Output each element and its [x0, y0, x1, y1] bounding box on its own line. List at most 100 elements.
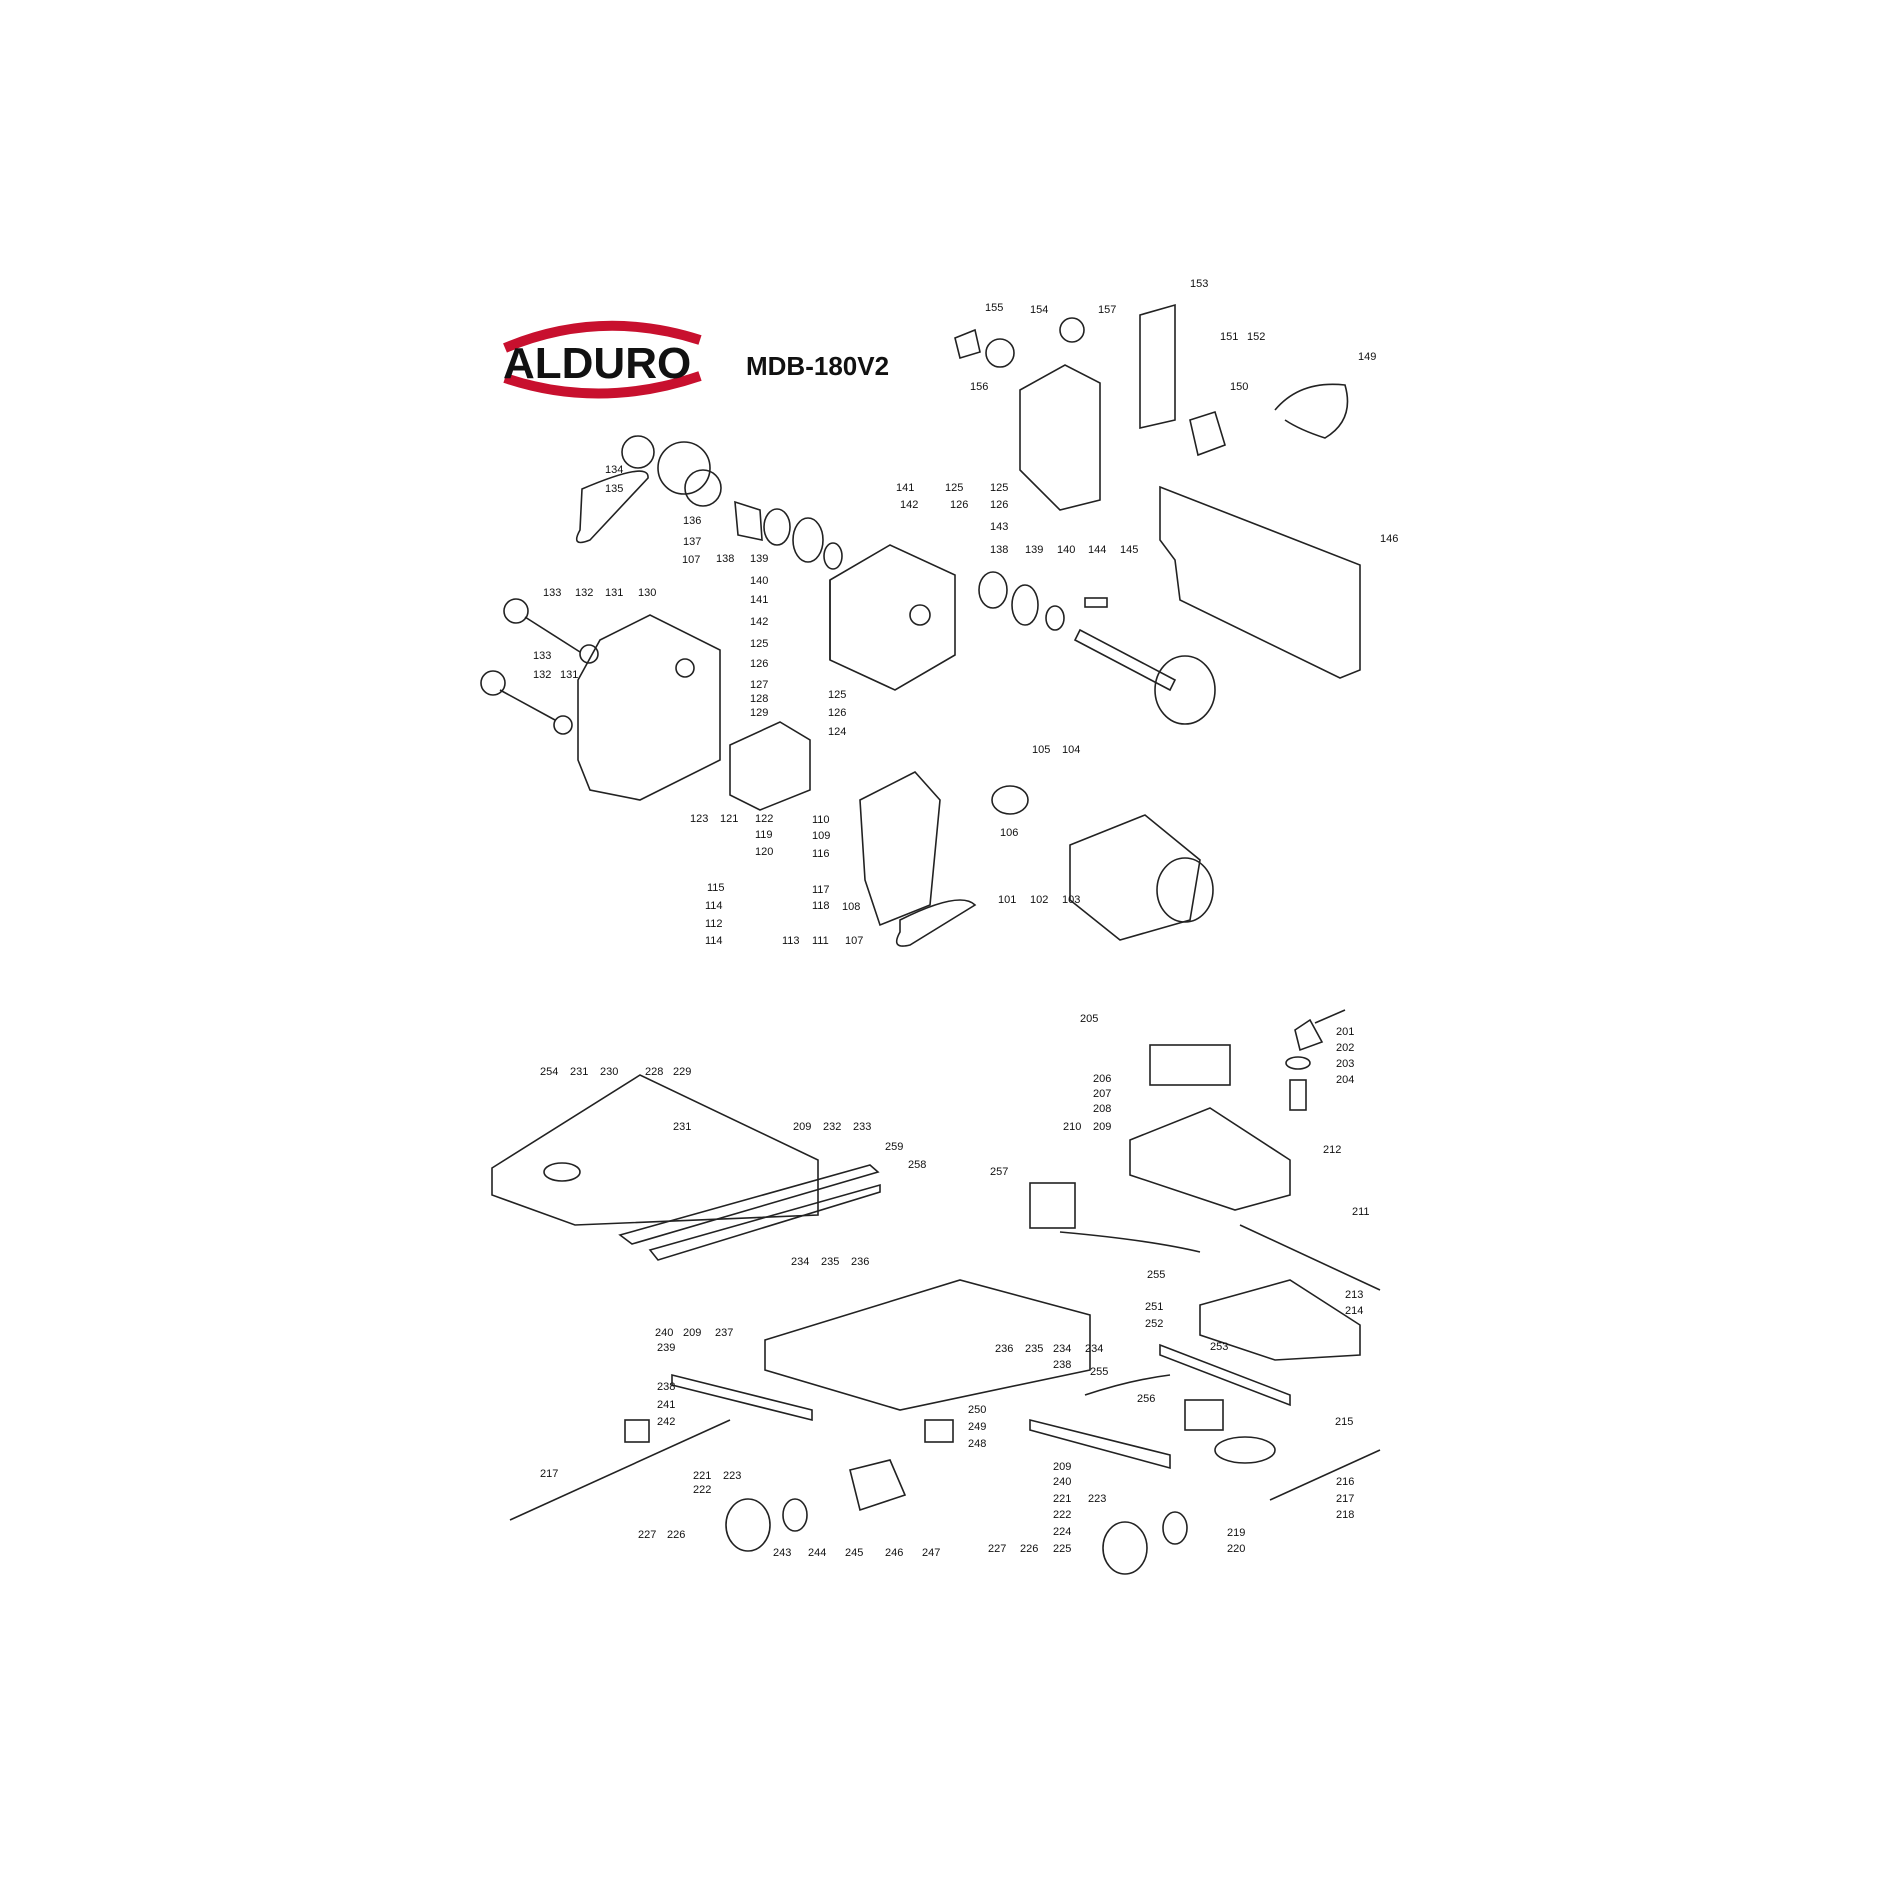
washer-140 [1045, 605, 1065, 631]
label-256: 256 [1137, 1393, 1155, 1405]
label-151: 151 [1220, 331, 1238, 343]
label-204: 204 [1336, 1074, 1354, 1086]
label-222-a: 222 [693, 1484, 711, 1496]
label-139-a: 139 [750, 553, 768, 565]
table-254 [491, 1074, 819, 1226]
label-252: 252 [1145, 1318, 1163, 1330]
label-114-b: 114 [705, 935, 723, 947]
label-254: 254 [540, 1066, 558, 1078]
label-255-b: 255 [1090, 1366, 1108, 1378]
label-218: 218 [1336, 1509, 1354, 1521]
label-152: 152 [1247, 331, 1265, 343]
label-221-a: 221 [693, 1470, 711, 1482]
label-234-a: 234 [791, 1256, 809, 1268]
label-201: 201 [1336, 1026, 1354, 1038]
handwheel-225 [1102, 1521, 1148, 1575]
spindle-flange [1154, 655, 1216, 725]
pulley-135 [657, 441, 711, 495]
label-150: 150 [1230, 381, 1248, 393]
label-130: 130 [638, 587, 656, 599]
label-107-b: 107 [845, 935, 863, 947]
label-231-a: 231 [570, 1066, 588, 1078]
brand-name: ALDURO [503, 339, 691, 388]
label-138-a: 138 [716, 553, 734, 565]
knob-202 [1294, 1018, 1324, 1052]
label-250: 250 [968, 1404, 986, 1416]
pcb-153 [1139, 303, 1176, 430]
label-216: 216 [1336, 1476, 1354, 1488]
nut-134 [621, 435, 655, 469]
motor-plate-109 [859, 771, 941, 927]
label-205: 205 [1080, 1013, 1098, 1025]
nut-131-a [579, 644, 599, 664]
label-209-c: 209 [683, 1327, 701, 1339]
gearbox-143 [829, 544, 956, 691]
label-212: 212 [1323, 1144, 1341, 1156]
gib-211 [1239, 1224, 1381, 1291]
label-213: 213 [1345, 1289, 1363, 1301]
label-110: 110 [812, 814, 830, 826]
label-231-b: 231 [673, 1121, 691, 1133]
label-123: 123 [690, 813, 708, 825]
bearing-139 [1011, 584, 1039, 626]
base-disc-215 [1214, 1436, 1276, 1464]
label-144: 144 [1088, 544, 1106, 556]
label-115: 115 [707, 882, 725, 894]
label-236-b: 236 [995, 1343, 1013, 1355]
label-114-a: 114 [705, 900, 723, 912]
gib-258 [648, 1183, 881, 1261]
label-238-a: 238 [657, 1381, 675, 1393]
label-116: 116 [812, 848, 830, 860]
washer-203 [1285, 1056, 1311, 1070]
label-142-a: 142 [900, 499, 918, 511]
lead-screw-242 [509, 1419, 731, 1521]
block-241 [624, 1419, 650, 1443]
rod-255-upper [1059, 1231, 1201, 1253]
label-112: 112 [705, 918, 723, 930]
label-207: 207 [1093, 1088, 1111, 1100]
label-251: 251 [1145, 1301, 1163, 1313]
label-258: 258 [908, 1159, 926, 1171]
label-247: 247 [922, 1547, 940, 1559]
label-243: 243 [773, 1547, 791, 1559]
label-249: 249 [968, 1421, 986, 1433]
label-241: 241 [657, 1399, 675, 1411]
sleeve-137 [734, 500, 763, 541]
screw-132-b [499, 689, 556, 721]
label-237: 237 [715, 1327, 733, 1339]
label-236-a: 236 [851, 1256, 869, 1268]
label-140-a: 140 [750, 575, 768, 587]
gib-237 [671, 1373, 813, 1422]
label-215: 215 [1335, 1416, 1353, 1428]
label-245: 245 [845, 1547, 863, 1559]
label-248: 248 [968, 1438, 986, 1450]
label-103: 103 [1062, 894, 1080, 906]
upper-assembly [480, 303, 1361, 947]
label-230: 230 [600, 1066, 618, 1078]
label-108: 108 [842, 901, 860, 913]
label-226-b: 226 [1020, 1543, 1038, 1555]
label-135: 135 [605, 483, 623, 495]
label-238-b: 238 [1053, 1359, 1071, 1371]
label-209-a: 209 [793, 1121, 811, 1133]
label-153: 153 [1190, 278, 1208, 290]
dial-244 [782, 1498, 808, 1532]
gib-250 [1029, 1418, 1171, 1470]
label-142-b: 142 [750, 616, 768, 628]
label-239: 239 [657, 1342, 675, 1354]
power-cord-149 [1274, 383, 1349, 439]
label-126-c: 126 [750, 658, 768, 670]
label-121: 121 [720, 813, 738, 825]
label-131-b: 131 [560, 669, 578, 681]
label-156: 156 [970, 381, 988, 393]
label-209-b: 209 [1093, 1121, 1111, 1133]
label-219: 219 [1227, 1527, 1245, 1539]
lead-screw-216 [1269, 1449, 1381, 1501]
motor-103 [1069, 814, 1201, 941]
label-106: 106 [1000, 827, 1018, 839]
pulley-104 [991, 785, 1029, 815]
label-137: 137 [683, 536, 701, 548]
label-222-b: 222 [1053, 1509, 1071, 1521]
block-248 [924, 1419, 954, 1443]
